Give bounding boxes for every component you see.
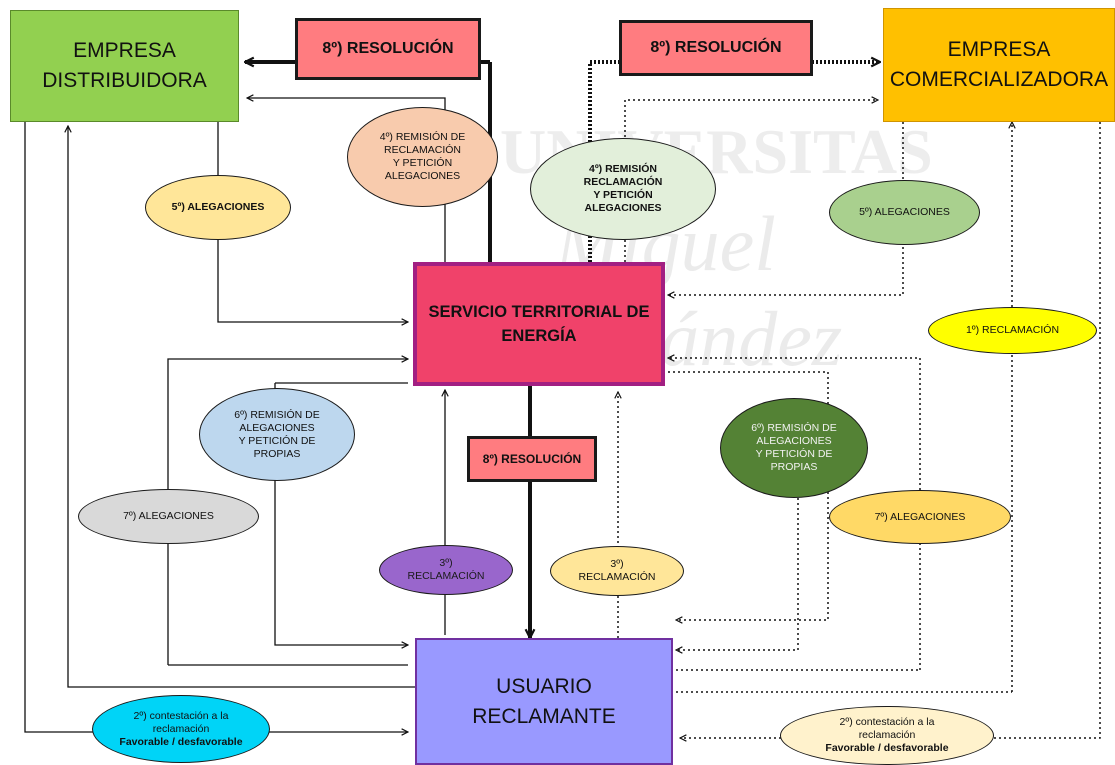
usuario-reclamante-node: USUARIO RECLAMANTE (415, 638, 673, 765)
servicio-territorial-node: SERVICIO TERRITORIAL DE ENERGÍA (413, 262, 665, 386)
empresa-comercializadora-node: EMPRESA COMERCIALIZADORA (883, 8, 1115, 122)
usuario-label-2: RECLAMANTE (472, 704, 616, 728)
resolucion-top-right: 8º) RESOLUCIÓN (619, 20, 813, 76)
servicio-label-1: SERVICIO TERRITORIAL DE (428, 303, 650, 321)
empresa-distribuidora-node: EMPRESA DISTRIBUIDORA (10, 10, 239, 122)
usuario-label-1: USUARIO (496, 674, 592, 698)
resolucion-top-left: 8º) RESOLUCIÓN (295, 18, 481, 80)
comercializadora-label-2: COMERCIALIZADORA (889, 68, 1109, 91)
reclamacion-3-comercializadora: 3º)RECLAMACIÓN (550, 546, 684, 596)
distribuidora-label-1: EMPRESA (73, 39, 176, 62)
alegaciones-5-distribuidora: 5º) ALEGACIONES (145, 175, 291, 240)
alegaciones-7-distribuidora: 7º) ALEGACIONES (78, 489, 259, 544)
comercializadora-label-1: EMPRESA (947, 38, 1051, 61)
reclamacion-1: 1º) RECLAMACIÓN (928, 307, 1097, 354)
alegaciones-7-comercializadora: 7º) ALEGACIONES (829, 490, 1011, 544)
servicio-label-2: ENERGÍA (501, 327, 577, 345)
reclamacion-3-servicio: 3º)RECLAMACIÓN (379, 545, 513, 595)
alegaciones-5-comercializadora: 5º) ALEGACIONES (829, 180, 980, 245)
resolucion-center: 8º) RESOLUCIÓN (467, 436, 597, 482)
distribuidora-label-2: DISTRIBUIDORA (42, 69, 207, 92)
